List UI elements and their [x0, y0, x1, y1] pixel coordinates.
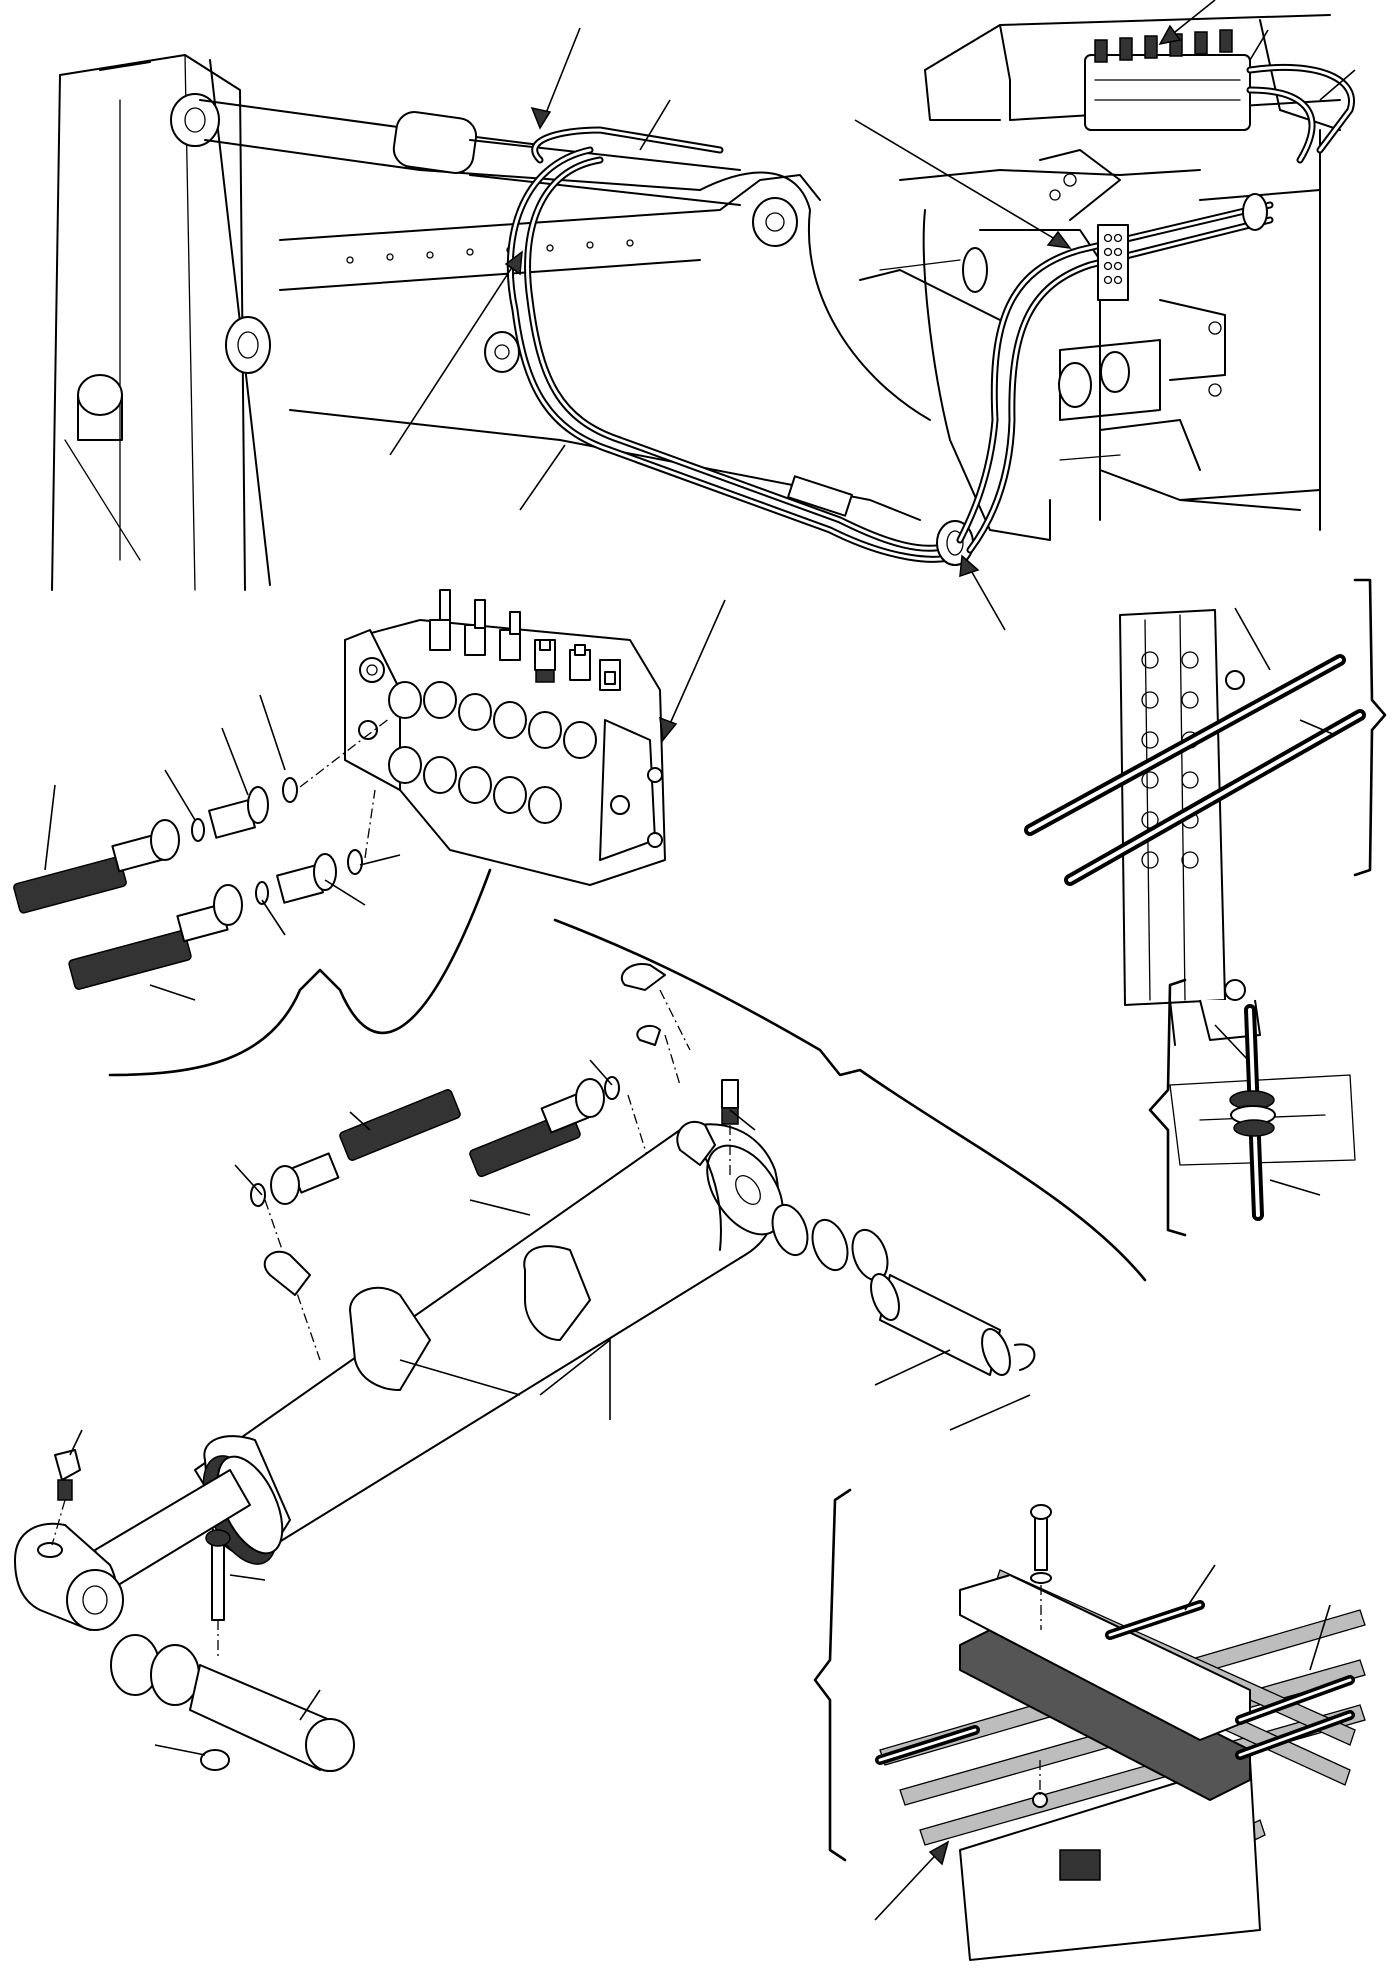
cylinder-group-brace [553, 918, 1147, 1282]
hose-clamp-block-view [813, 1488, 1366, 1961]
cylinder-leaders [69, 963, 1031, 1756]
control-valve-block [344, 589, 666, 886]
valve-spool-tops [429, 589, 621, 691]
head-pin-set [771, 1203, 1036, 1376]
bracket-leader-2 [1299, 719, 1336, 736]
top-control-valve [1084, 29, 1355, 164]
hose-grommet-view [1148, 978, 1356, 1237]
bracket-group-brace [1353, 578, 1387, 877]
clamp-group-brace [813, 1488, 852, 1862]
fittings-group-brace [108, 868, 492, 1077]
hose-clamp-bracket-view [1024, 578, 1387, 1046]
clamp-bolt [1030, 1504, 1052, 1808]
boom-view-leaders [389, 0, 1356, 631]
boom-arm [279, 171, 931, 521]
chassis-hoses [956, 193, 1274, 554]
boom-holes [346, 239, 634, 264]
dipper-cylinder-view [14, 918, 1147, 1772]
clamp-dark-hoses [875, 1600, 1355, 1765]
lower-fitting-set [68, 789, 376, 990]
clamp-lower-plate [959, 1759, 1261, 1961]
boom-hose-routing-view [51, 0, 1356, 631]
cylinder-body [194, 1120, 784, 1565]
boom-mast [51, 54, 271, 591]
valve-view-leaders [44, 599, 726, 1001]
boom-hoses [506, 126, 974, 566]
boom-cylinder [199, 99, 741, 206]
clamped-hoses [1024, 654, 1366, 886]
swing-frame [859, 14, 1341, 541]
upper-fitting-set [13, 717, 391, 914]
bracket-holes-top [1103, 233, 1123, 285]
bracket-leader-1 [1234, 607, 1271, 671]
piston-rod [14, 1469, 251, 1631]
grease-nipples [51, 1079, 739, 1546]
rod-pin-set [110, 1529, 355, 1772]
control-valve-fittings-view [13, 589, 726, 1077]
valve-ports [388, 681, 597, 824]
grommet-group-brace [1148, 978, 1187, 1237]
